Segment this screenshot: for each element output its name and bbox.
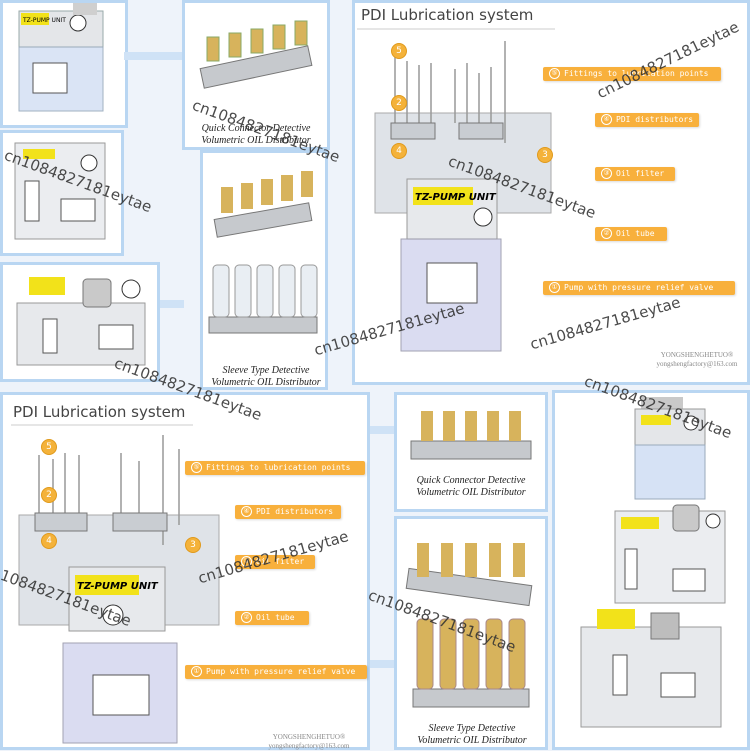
- sleeve-distributor-illustration: [405, 543, 533, 708]
- sleeve-type-caption: Sleeve Type Detective Volumetric OIL Dis…: [397, 723, 547, 747]
- pump-unit-1-illustration: TZ-PUMP UNIT: [18, 3, 104, 112]
- quick-connector-distributor-illustration: [410, 411, 532, 460]
- quick-connector-caption: Quick Connector Detective Volumetric OIL…: [185, 123, 327, 147]
- caption-line-2: Volumetric OIL Distributor: [416, 487, 526, 498]
- brand-footer: YONGSHENGHETUO® yongshengfactory@163.com: [253, 733, 365, 751]
- connector: [160, 300, 184, 308]
- pump-label: TZ-PUMP UNIT: [77, 581, 159, 592]
- brand-footer: YONGSHENGHETUO® yongshengfactory@163.com: [647, 351, 747, 369]
- quick-connector-caption: Quick Connector Detective Volumetric OIL…: [397, 475, 545, 499]
- caption-line-1: Quick Connector Detective: [201, 123, 311, 134]
- marker-five-icon: 5: [41, 439, 57, 455]
- pump-1-brand: TZ-PUMP UNIT: [22, 17, 66, 24]
- page-title: PDI Lubrication system: [13, 403, 186, 421]
- brand-email: yongshengfactory@163.com: [656, 360, 738, 368]
- quick-connector-distributor-photo: Quick Connector Detective Volumetric OIL…: [394, 392, 548, 512]
- pump-unit-3-illustration: [16, 277, 146, 366]
- caption-line-1: Quick Connector Detective: [416, 475, 526, 486]
- lubrication-system-diagram: TZ-PUMP UNIT: [11, 424, 220, 744]
- caption-line-2: Volumetric OIL Distributor: [211, 377, 321, 388]
- sleeve-type-distributor-photo: Sleeve Type Detective Volumetric OIL Dis…: [394, 516, 548, 750]
- pump-unit-photo-3: [0, 262, 160, 382]
- marker-two-icon: 2: [391, 95, 407, 111]
- lubrication-system-diagram: TZ-PUMP UNIT: [357, 28, 555, 352]
- marker-two-icon: 2: [41, 487, 57, 503]
- lubrication-system-panel-top: PDI Lubrication system TZ-PUMP UNIT 5 2 …: [352, 0, 750, 385]
- marker-three-icon: 3: [537, 147, 553, 163]
- marker-three-icon: 3: [185, 537, 201, 553]
- caption-line-1: Sleeve Type Detective: [222, 365, 310, 376]
- connector: [124, 52, 182, 60]
- marker-five-icon: 5: [391, 43, 407, 59]
- sleeve-type-distributor-photo: Sleeve Type Detective Volumetric OIL Dis…: [200, 150, 328, 390]
- pump-unit-collection-illustration: [580, 397, 726, 728]
- marker-four-icon: 4: [391, 143, 407, 159]
- pump-label: TZ-PUMP UNIT: [415, 192, 497, 203]
- page-title: PDI Lubrication system: [361, 6, 534, 24]
- sleeve-distributor-illustration: [208, 171, 318, 334]
- pump-unit-photo-2: [0, 130, 124, 256]
- caption-line-1: Sleeve Type Detective: [428, 723, 516, 734]
- quick-connector-distributor-illustration: [199, 20, 313, 89]
- lubrication-system-panel-bottom: PDI Lubrication system TZ-PUMP UNIT 5 2 …: [0, 392, 370, 750]
- quick-connector-distributor-photo: Quick Connector Detective Volumetric OIL…: [182, 0, 330, 150]
- pump-unit-photo-1: TZ-PUMP UNIT: [0, 0, 128, 128]
- pump-unit-2-illustration: [14, 142, 106, 240]
- connector: [370, 426, 396, 434]
- marker-four-icon: 4: [41, 533, 57, 549]
- brand-email: yongshengfactory@163.com: [268, 742, 350, 750]
- caption-line-2: Volumetric OIL Distributor: [417, 735, 527, 746]
- pump-unit-collection-photo: [552, 390, 750, 750]
- brand-name: YONGSHENGHETUO®: [660, 351, 734, 359]
- connector: [370, 660, 396, 668]
- sleeve-type-caption: Sleeve Type Detective Volumetric OIL Dis…: [191, 365, 341, 389]
- caption-line-2: Volumetric OIL Distributor: [201, 135, 311, 146]
- brand-name: YONGSHENGHETUO®: [272, 733, 346, 741]
